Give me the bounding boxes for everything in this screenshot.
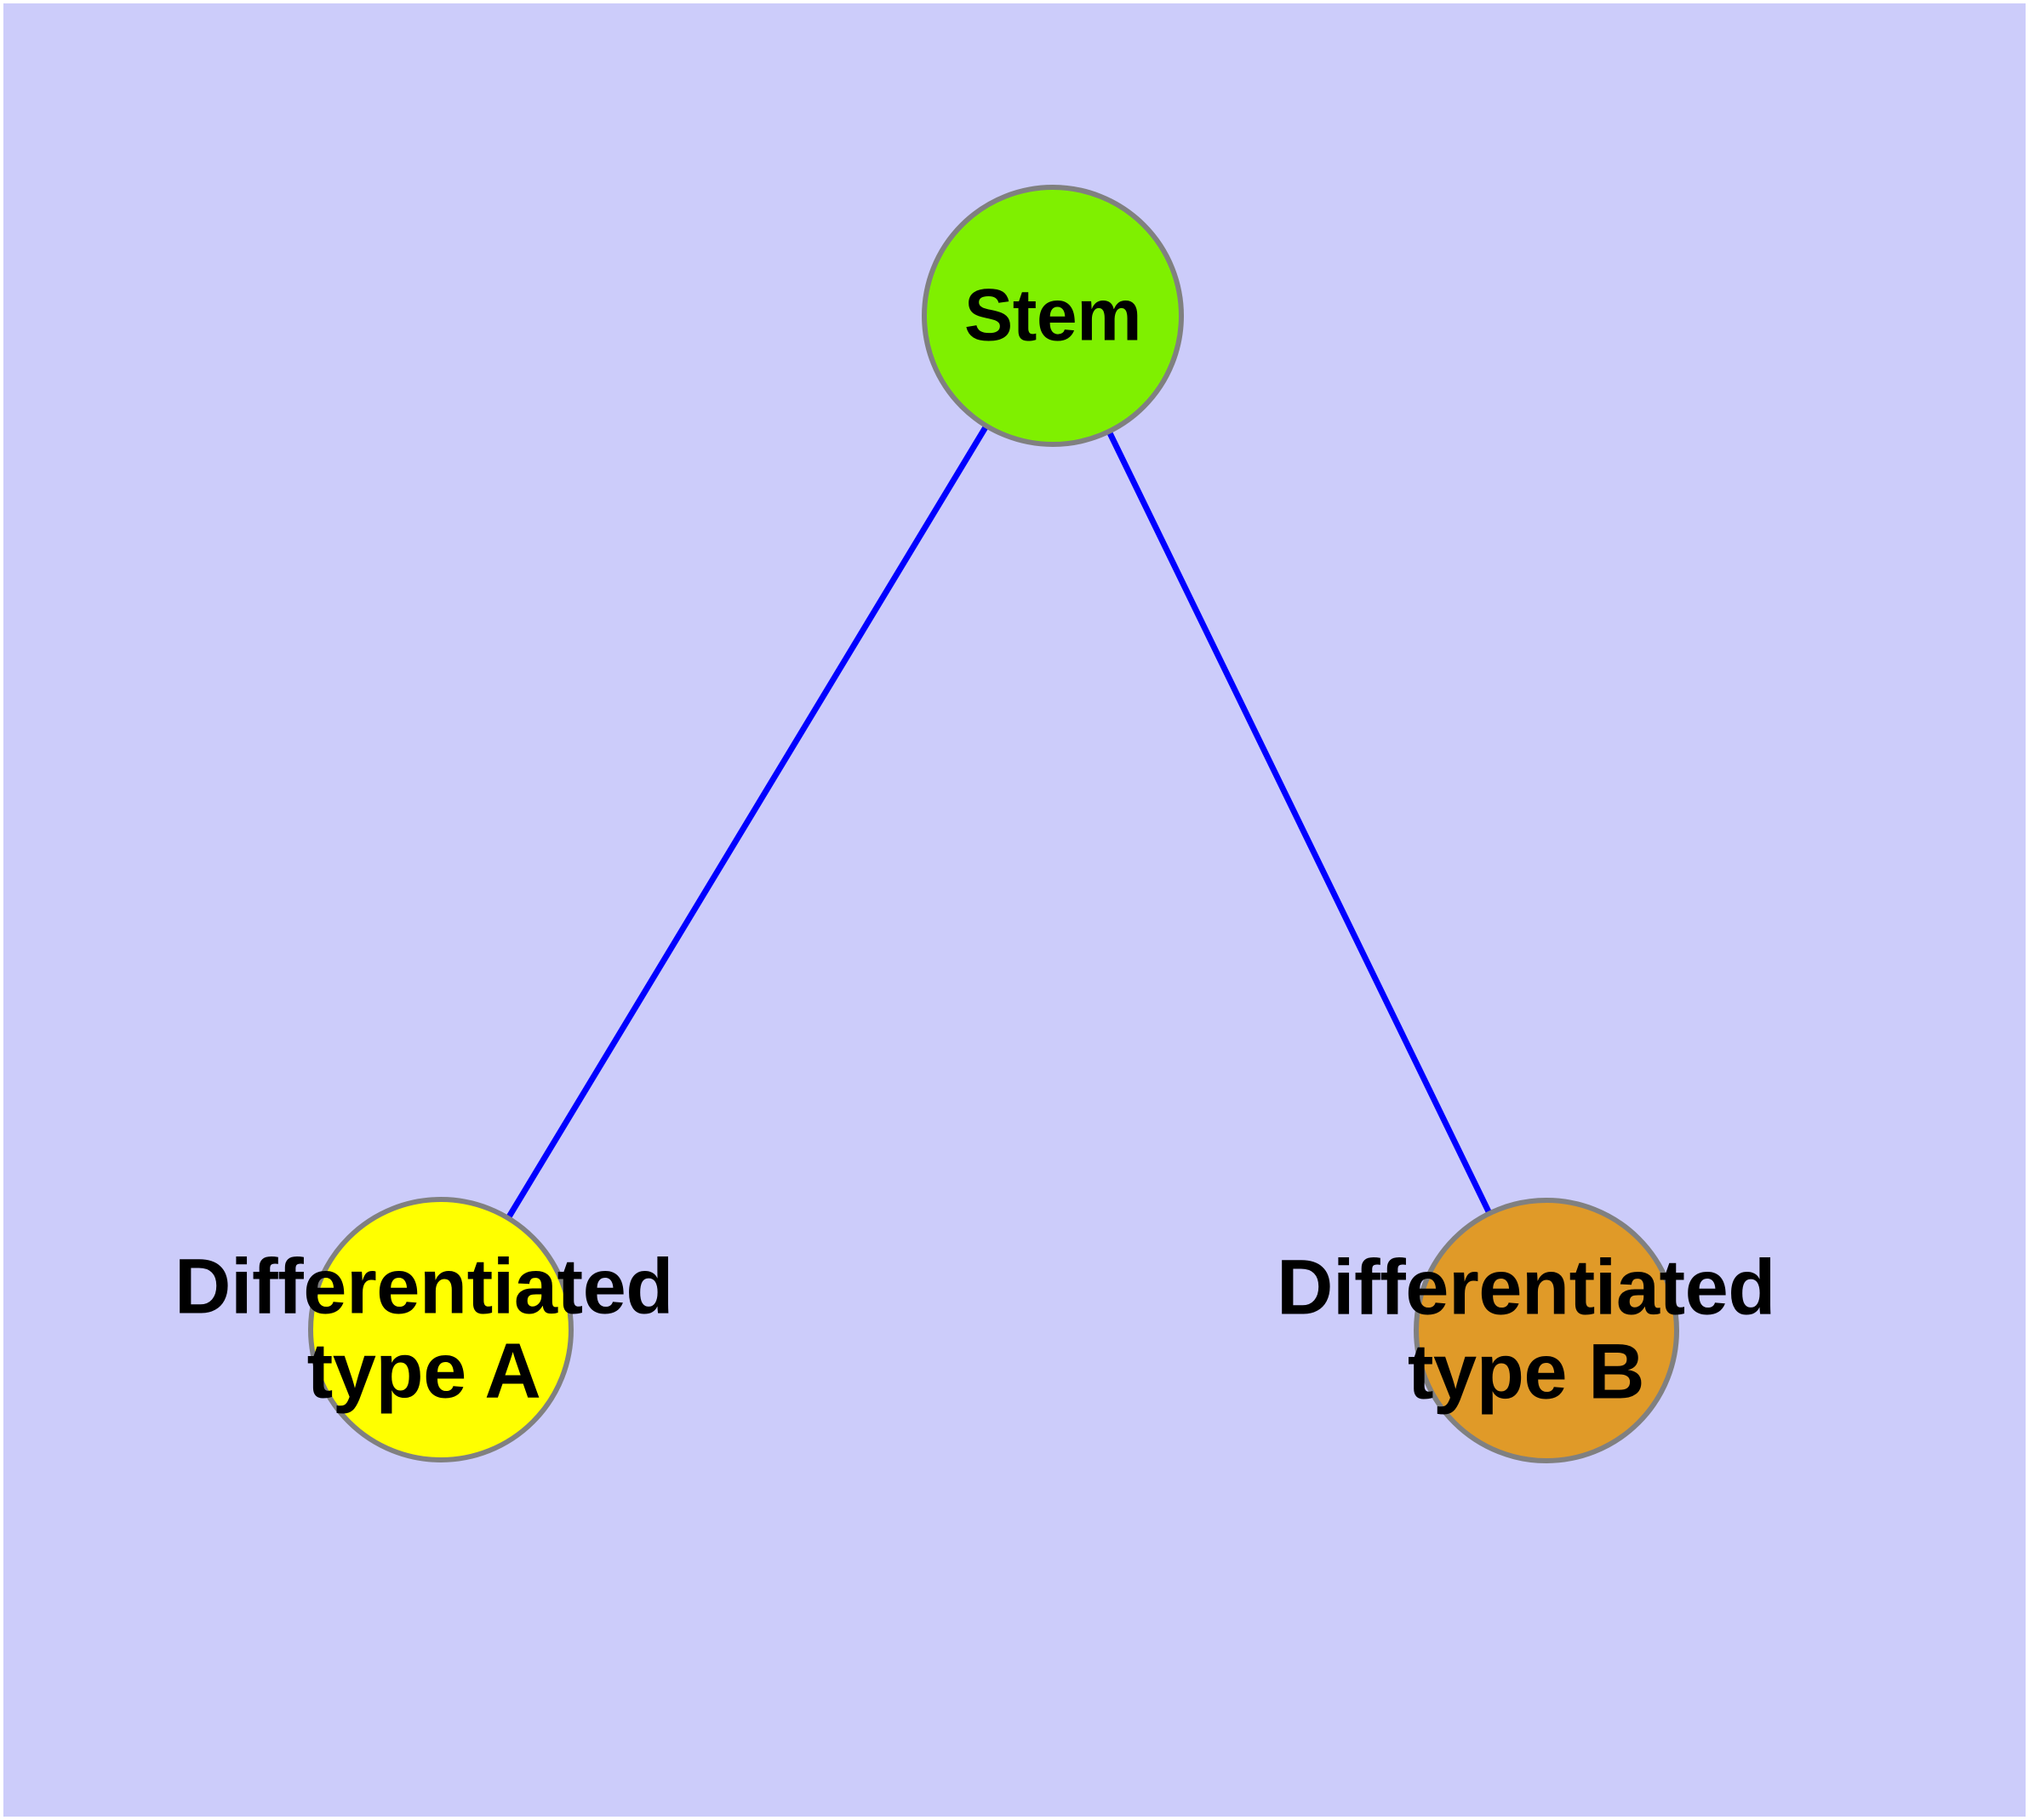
graph-svg — [308, 185, 1679, 1463]
graph-node-stem[interactable] — [922, 185, 1184, 447]
graph-node-diff_b[interactable] — [1414, 1198, 1679, 1463]
graph-edge — [1106, 428, 1494, 1216]
graph-edge — [505, 422, 990, 1222]
nodes-group — [308, 185, 1679, 1463]
graph-node-diff_a[interactable] — [308, 1197, 574, 1462]
edges-group — [505, 422, 1494, 1222]
